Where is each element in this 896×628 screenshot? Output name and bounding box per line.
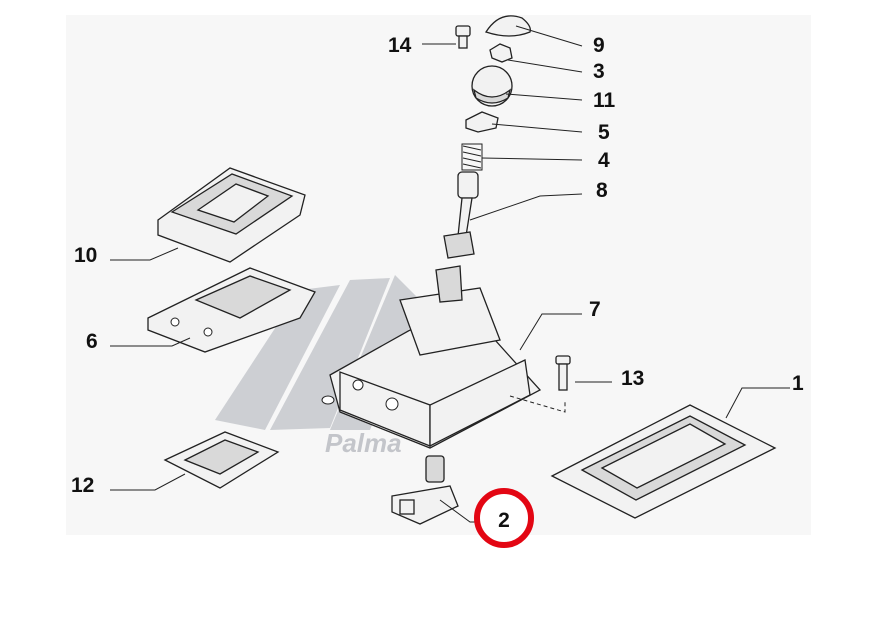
label-5: 5	[598, 121, 610, 144]
highlighted-part-marker: 2	[474, 488, 534, 548]
label-14: 14	[388, 34, 412, 57]
label-8: 8	[596, 179, 608, 202]
part-4-spring	[461, 143, 483, 171]
label-1: 1	[792, 372, 804, 395]
label-12: 12	[71, 474, 94, 497]
label-7: 7	[589, 298, 601, 321]
watermark-text: Palma	[325, 428, 402, 458]
part-8-gear-lever	[443, 171, 479, 259]
part-12-gasket	[163, 431, 280, 489]
label-11: 11	[593, 89, 616, 112]
label-4: 4	[598, 149, 610, 172]
label-13: 13	[621, 367, 644, 390]
part-2-selector-bracket	[391, 455, 459, 525]
part-14-screw	[455, 25, 471, 49]
label-2: 2	[498, 509, 510, 532]
label-6: 6	[86, 330, 98, 353]
part-6-seal-plate	[147, 267, 316, 353]
part-5-cap	[465, 111, 499, 133]
part-3-nut	[489, 43, 513, 63]
label-3: 3	[593, 60, 605, 83]
part-7-shifter-housing	[321, 265, 542, 449]
part-10-gear-boot	[157, 167, 306, 263]
label-10: 10	[74, 244, 97, 267]
part-13-bolt	[555, 355, 571, 391]
part-1-trim-frame	[550, 404, 777, 519]
part-11-gear-knob	[471, 65, 513, 107]
label-9: 9	[593, 34, 605, 57]
part-labels: 14 9 3 11 5 4 8 10 7 6 13 1 12	[71, 34, 804, 497]
part-9-cover	[485, 15, 531, 37]
